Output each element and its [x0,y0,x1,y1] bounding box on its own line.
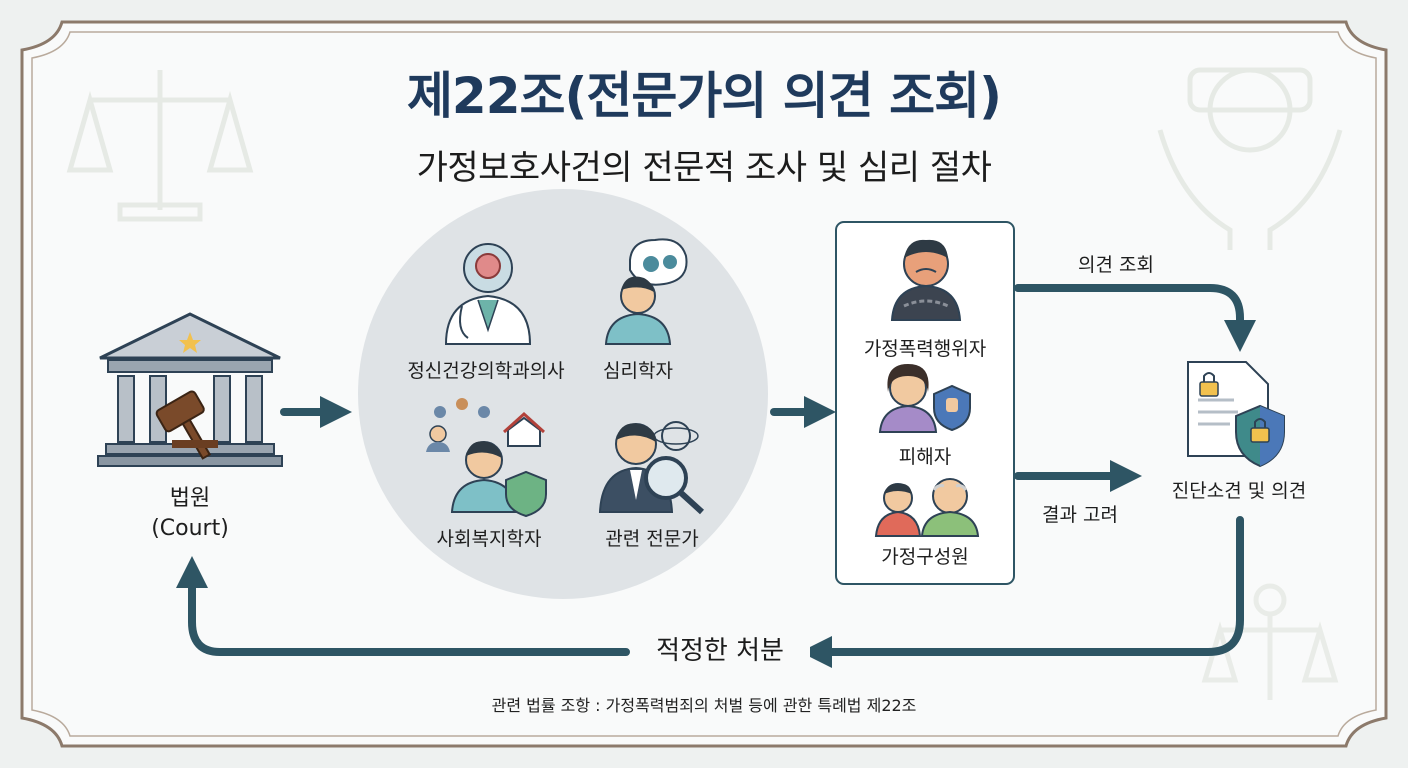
court-building-icon [97,312,283,467]
arrow-label-disposition: 적정한 처분 [630,630,810,667]
arrow-disposition-left [176,556,630,656]
diagnosis-label: 진단소견 및 의견 [1171,480,1307,502]
psychiatrist-icon [444,243,532,345]
page-title: 제22조(전문가의 의견 조회) [406,67,1002,125]
expert-label-psychologist: 심리학자 [603,360,673,382]
psychologist-icon [604,238,688,345]
legal-reference-footer: 관련 법률 조항 : 가정폭력범죄의 처벌 등에 관한 특례법 제22조 [491,696,917,715]
victim-icon [878,364,971,433]
expert-label-psychiatrist: 정신건강의학과의사 [407,360,565,382]
offender-icon [890,239,962,321]
court-english: (Court) [151,516,229,541]
expert-label-related-expert: 관련 전문가 [605,528,699,550]
scales-of-justice-watermark-icon [66,70,254,222]
parties-box [835,221,1015,585]
party-label-family: 가정구성원 [881,546,969,568]
protective-hands-watermark-icon [1157,67,1343,250]
family-members-icon [874,478,980,537]
court-name: 법원 [169,486,211,511]
social-welfare-scholar-icon [426,398,547,518]
court-label: 법원 (Court) [110,484,270,544]
secure-document-icon [1187,361,1285,468]
expert-label-social-welfare: 사회복지학자 [436,528,542,550]
page-subtitle: 가정보호사건의 전문적 조사 및 심리 절차 [416,148,992,188]
arrow-label-consider-results: 결과 고려 [1042,504,1118,526]
arrow-label-opinion-inquiry: 의견 조회 [1078,254,1154,276]
arrow-disposition-right [800,516,1244,668]
flow-arrows [176,284,1256,668]
arrow-opinion-inquiry [1014,284,1256,352]
party-label-victim: 피해자 [898,446,952,468]
related-expert-icon [598,421,705,515]
party-label-offender: 가정폭력행위자 [863,338,987,360]
